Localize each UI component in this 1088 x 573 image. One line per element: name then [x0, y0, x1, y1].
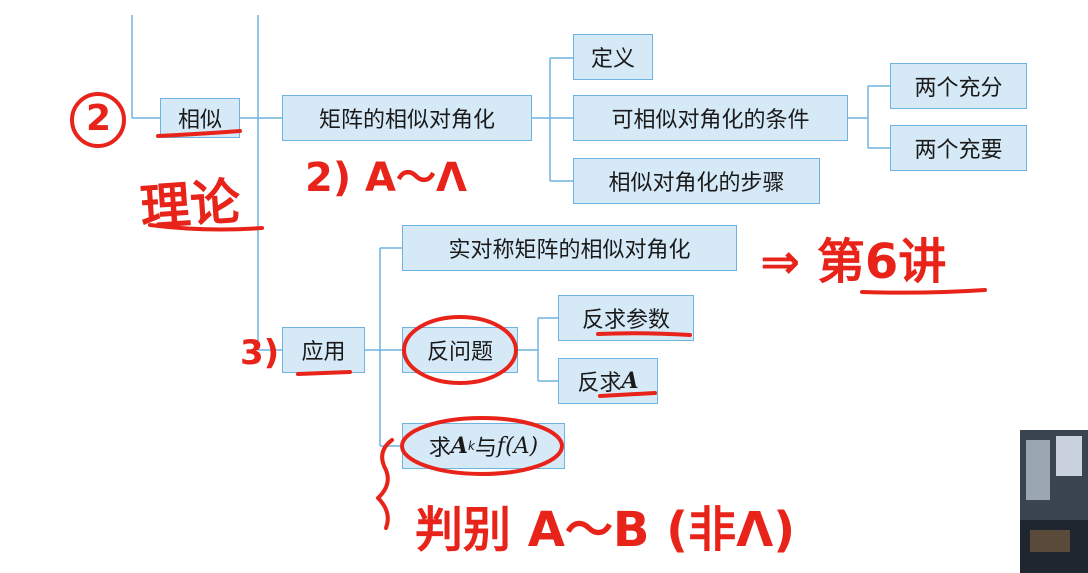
ink-brace: [378, 440, 392, 528]
ink-number-2: 2: [86, 98, 111, 139]
ink-a-similar-lambda: 2) A～Λ: [305, 145, 467, 203]
ink-ref-lecture-6: ⇒ 第6讲: [760, 222, 946, 292]
ink-underline-qiua: [600, 393, 655, 396]
ink-underline-xiangsi: [158, 131, 240, 136]
ink-circle-fanwenti: [404, 317, 516, 383]
ink-underline-canshu: [598, 333, 690, 335]
webcam-preview: [1020, 430, 1088, 573]
ink-underline-yingyong: [298, 372, 350, 374]
ink-distinguish: 判别 A～B (非Λ): [415, 490, 795, 560]
ink-theory: 理论: [138, 162, 243, 241]
ink-number-3: 3): [240, 333, 279, 373]
ink-circle-compute: [402, 418, 562, 474]
